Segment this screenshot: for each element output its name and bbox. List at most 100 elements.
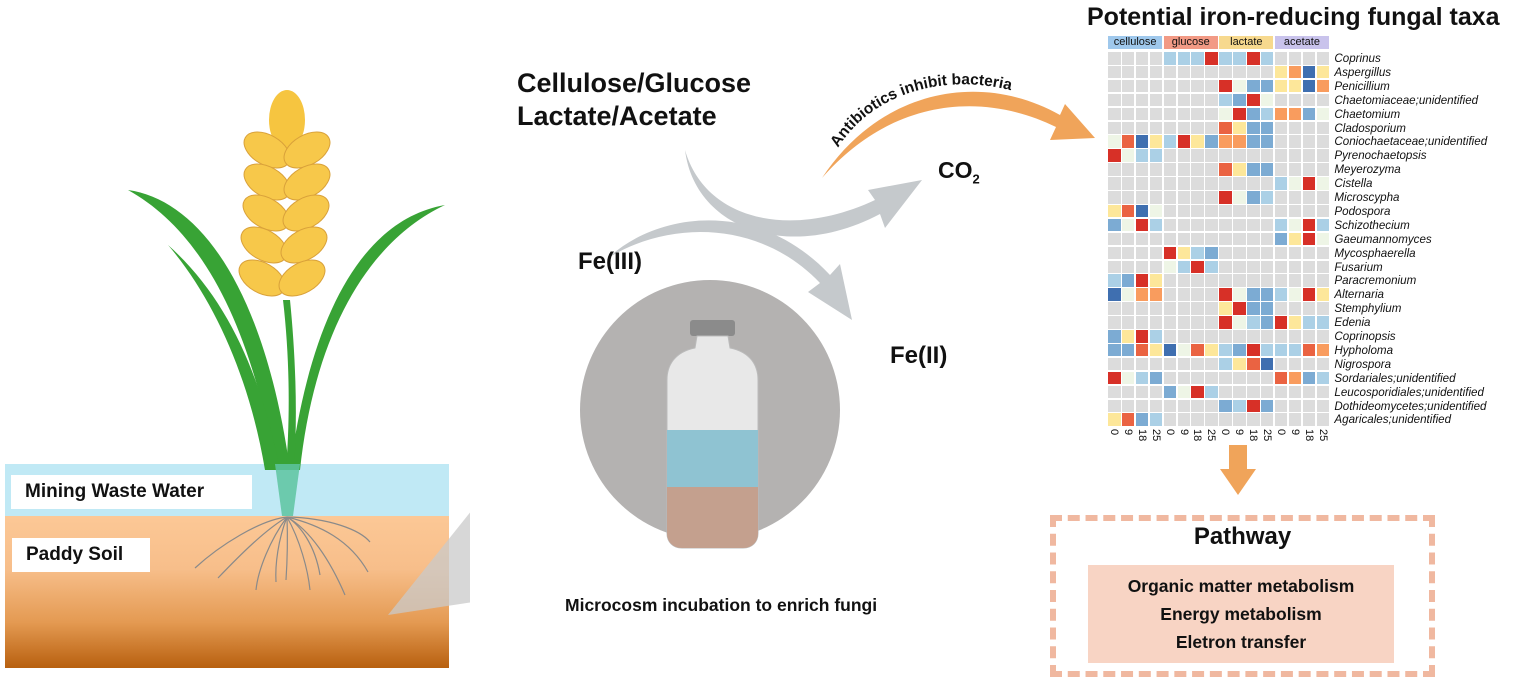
heatmap-cell [1205, 343, 1218, 357]
heatmap-cell [1219, 191, 1232, 204]
heatmap-cell [1177, 274, 1191, 287]
heatmap-cell [1108, 274, 1121, 287]
heatmap-cell [1247, 288, 1260, 301]
heatmap-cell [1274, 218, 1288, 232]
heatmap-cell [1177, 288, 1191, 301]
heatmap-cell [1219, 330, 1232, 343]
fe3-label: Fe(III) [578, 248, 642, 275]
heatmap-cell [1316, 413, 1330, 426]
taxon-label: Pyrenochaetopsis [1334, 149, 1427, 163]
heatmap-cell [1205, 107, 1218, 121]
heatmap-cell [1316, 107, 1330, 121]
heatmap-cell [1274, 343, 1288, 357]
heatmap-cell [1274, 121, 1288, 135]
heatmap-cell [1163, 121, 1177, 135]
heatmap-cell [1260, 343, 1274, 357]
heatmap-cell [1260, 288, 1274, 301]
heatmap-cell [1135, 316, 1149, 329]
heatmap-cell [1233, 93, 1246, 107]
taxon-label: Mycosphaerella [1334, 246, 1416, 260]
heatmap-cell [1163, 65, 1177, 79]
heatmap-cell [1274, 177, 1288, 190]
heatmap-cell [1191, 316, 1204, 329]
heatmap-cell [1108, 371, 1121, 385]
heatmap-cell [1260, 413, 1274, 426]
heatmap-cell [1260, 65, 1274, 79]
heatmap-cell [1135, 135, 1149, 148]
heatmap-cell [1302, 399, 1316, 413]
heatmap-cell [1191, 288, 1204, 301]
heatmap-cell [1316, 65, 1330, 79]
heatmap-cell [1149, 232, 1163, 246]
heatmap-cell [1163, 163, 1177, 176]
heatmap-cell [1163, 135, 1177, 148]
heatmap-cell [1108, 316, 1121, 329]
heatmap-cell [1219, 288, 1232, 301]
rice-stem [275, 464, 300, 516]
taxon-label: Chaetomiaceae;unidentified [1334, 93, 1479, 107]
heatmap-cell [1149, 163, 1163, 176]
heatmap-cell [1191, 399, 1204, 413]
heatmap-cell [1260, 371, 1274, 385]
heatmap-cell [1247, 343, 1260, 357]
heatmap-cell [1121, 65, 1135, 79]
heatmap-cell [1205, 260, 1218, 274]
heatmap-cell [1219, 260, 1232, 274]
rice-grain-head [238, 90, 331, 297]
heatmap-cell [1288, 260, 1302, 274]
heatmap-cell [1191, 260, 1204, 274]
taxon-label: Sordariales;unidentified [1334, 371, 1456, 385]
heatmap-cell [1191, 218, 1204, 232]
heatmap-cell [1108, 260, 1121, 274]
heatmap-cell [1191, 79, 1204, 93]
heatmap-cell [1316, 52, 1330, 65]
heatmap-cell [1163, 232, 1177, 246]
heatmap-cell [1177, 260, 1191, 274]
heatmap-cell [1247, 274, 1260, 287]
heatmap-cell [1177, 343, 1191, 357]
heatmap-cell [1302, 52, 1316, 65]
heatmap-cell [1149, 302, 1163, 315]
heatmap-cell [1219, 163, 1232, 176]
heatmap-cell [1316, 135, 1330, 148]
heatmap-cell [1274, 163, 1288, 176]
heatmap-cell [1260, 191, 1274, 204]
x-tick-label: 25 [1149, 429, 1162, 442]
heatmap-cell [1219, 371, 1232, 385]
heatmap-cell [1177, 399, 1191, 413]
heatmap-cell [1219, 107, 1232, 121]
heatmap-cell [1191, 330, 1204, 343]
heatmap-cell [1205, 399, 1218, 413]
heatmap-cell [1149, 107, 1163, 121]
heatmap-cell [1177, 413, 1191, 426]
x-tick-label: 25 [1205, 429, 1218, 442]
heatmap-cell [1149, 135, 1163, 148]
heatmap-cell [1233, 274, 1246, 287]
heatmap-cell [1149, 79, 1163, 93]
heatmap-cell [1247, 371, 1260, 385]
heatmap-cell [1260, 218, 1274, 232]
heatmap-cell [1177, 135, 1191, 148]
heatmap-cell [1274, 204, 1288, 218]
x-tick-label: 18 [1135, 429, 1148, 442]
taxon-label: Agaricales;unidentified [1334, 413, 1452, 427]
heatmap-cell [1302, 218, 1316, 232]
heatmap-cell [1233, 52, 1246, 65]
heatmap-cell [1247, 232, 1260, 246]
heatmap-cell [1163, 413, 1177, 426]
heatmap-cell [1191, 357, 1204, 371]
heatmap-cell [1274, 149, 1288, 162]
fe3-to-fe2-arrow [608, 220, 852, 320]
heatmap-cell [1149, 371, 1163, 385]
heatmap-cell [1302, 413, 1316, 426]
heatmap-cell [1149, 260, 1163, 274]
heatmap-cell [1233, 135, 1246, 148]
pathway-item: Eletron transfer [1175, 632, 1307, 652]
heatmap-cell [1316, 191, 1330, 204]
heatmap-cell [1274, 246, 1288, 260]
heatmap-cell [1205, 302, 1218, 315]
heatmap-cell [1191, 246, 1204, 260]
heatmap-cell [1288, 121, 1302, 135]
heatmap-cell [1247, 177, 1260, 190]
heatmap-cell [1219, 149, 1232, 162]
